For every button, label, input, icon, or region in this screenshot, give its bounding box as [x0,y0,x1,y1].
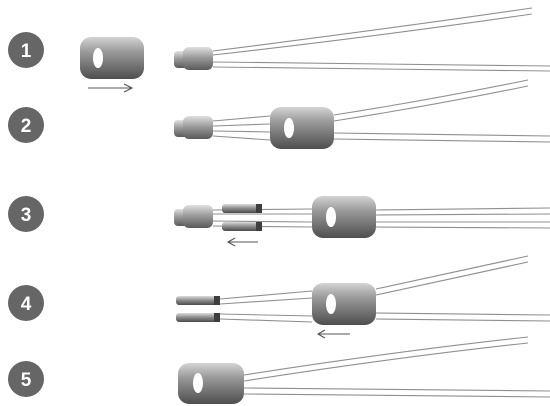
step-number-2: 2 [21,116,32,137]
step-3: 3 [8,196,550,247]
cord-wires [212,7,550,72]
cord-lock-slider-icon [80,37,144,79]
step-badge-4 [8,285,44,321]
step-badge-5 [8,361,44,397]
push-right-arrow-icon [88,83,134,93]
step-5: 5 [8,336,550,404]
cord-wires [219,255,550,323]
split-sleeve-icon [222,204,262,231]
cord-wires [243,336,550,398]
step-number-1: 1 [21,41,32,62]
cord-wires [212,207,550,229]
step-number-5: 5 [21,370,32,391]
cord-end-tip-icon [174,47,213,70]
split-sleeve-icon [176,296,220,322]
push-left-arrow-icon [316,329,350,339]
cord-end-tip-icon [174,205,213,228]
step-badge-1 [8,32,44,68]
step-4: 4 [8,255,550,339]
step-2: 2 [8,79,550,149]
step-badge-3 [8,196,44,232]
push-left-arrow-icon [226,237,258,247]
cord-lock-slider-icon [178,363,244,404]
cord-lock-slider-icon [312,196,376,238]
cord-end-tip-icon [174,116,213,139]
cord-wires [212,79,550,143]
step-1: 1 [8,7,550,93]
step-badge-2 [8,107,44,143]
cord-lock-slider-icon [312,283,376,325]
step-number-4: 4 [21,294,32,315]
cord-lock-slider-icon [270,107,334,149]
step-number-3: 3 [21,205,32,226]
